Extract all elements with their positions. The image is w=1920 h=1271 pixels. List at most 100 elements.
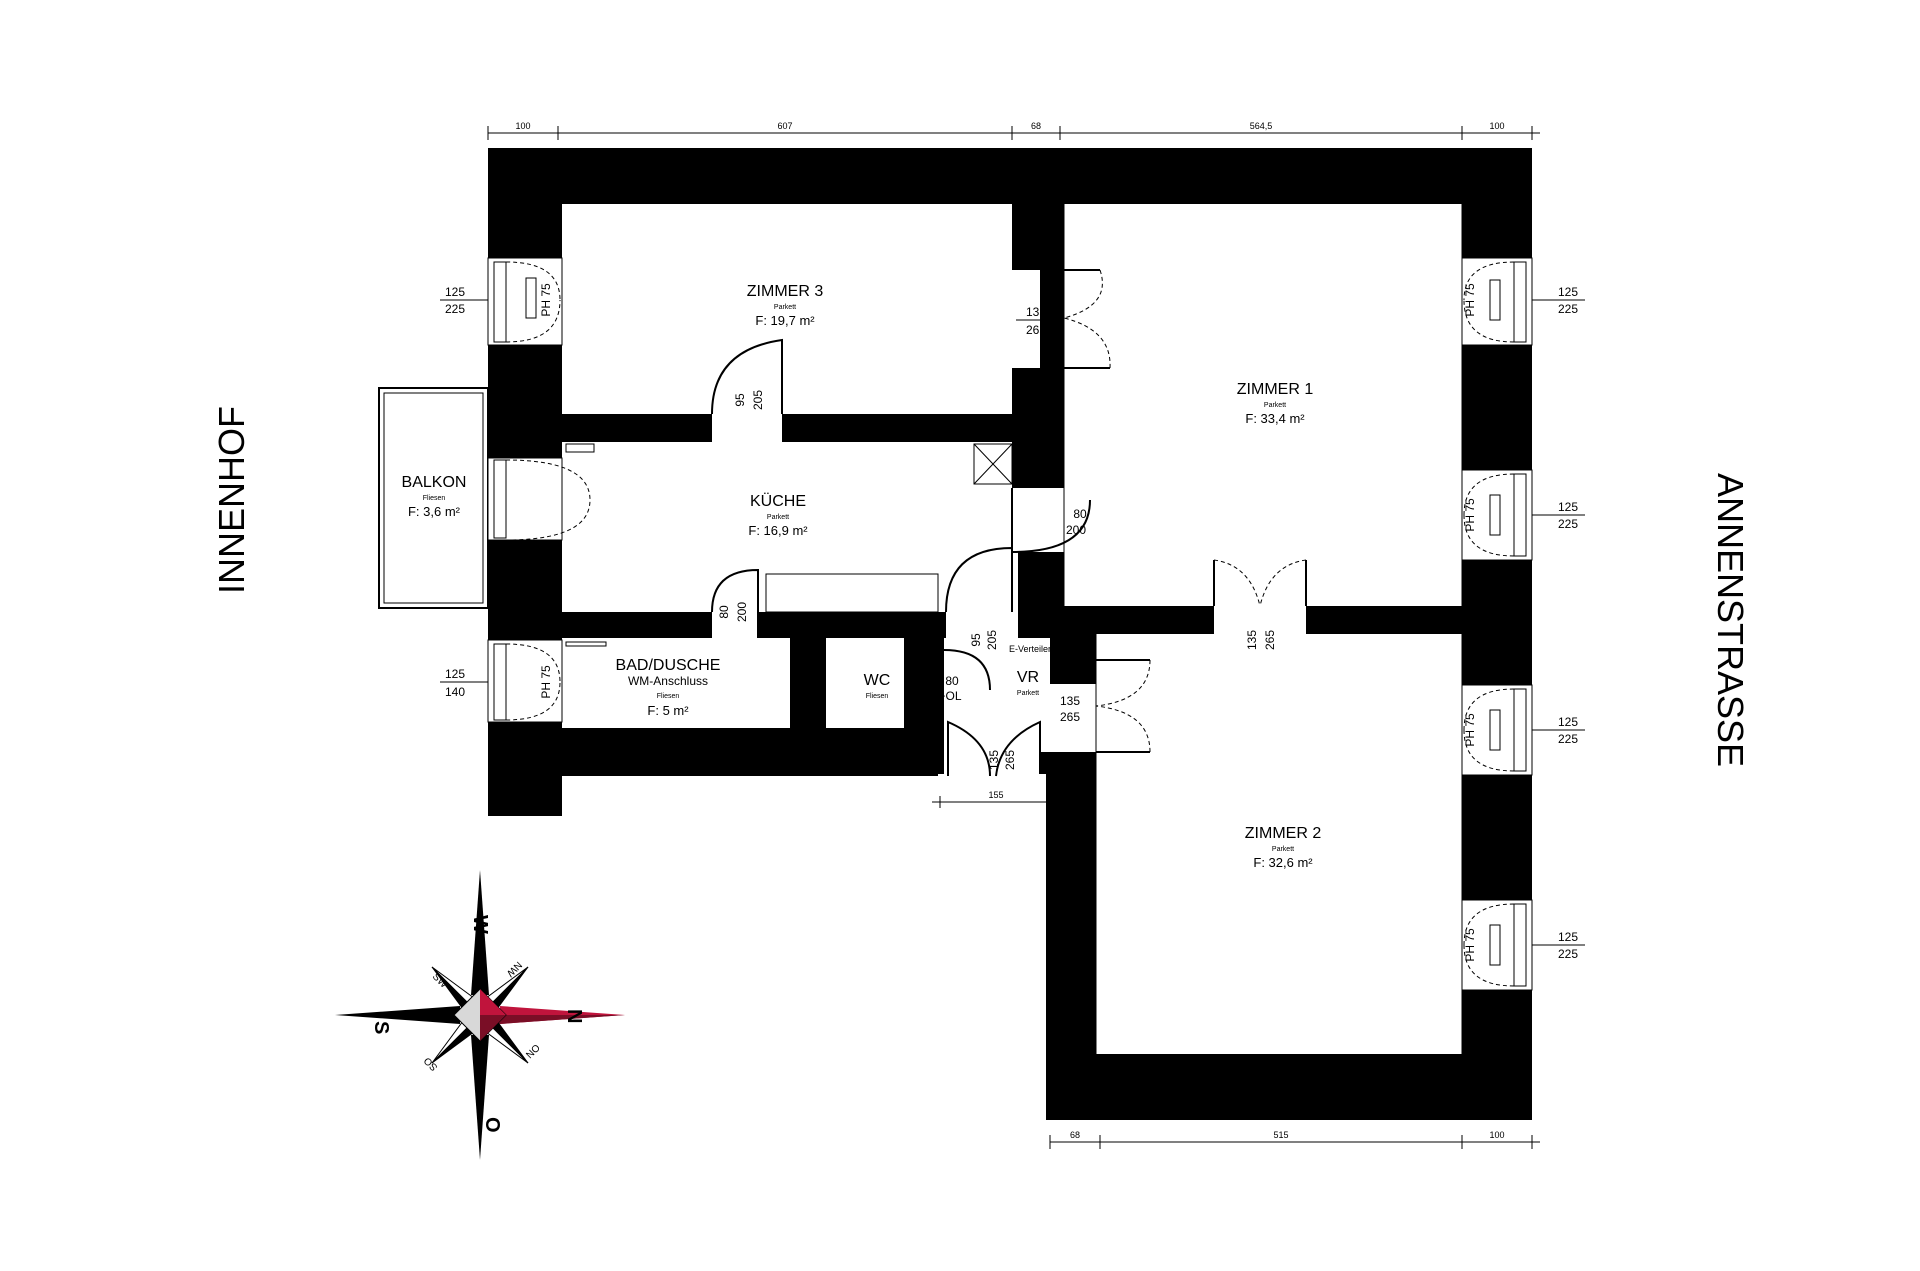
window-dim-bottom: 225 <box>445 302 465 316</box>
room-name: ZIMMER 3 <box>747 283 824 300</box>
dim-top-5: 100 <box>1489 121 1504 131</box>
window-dim-bottom: 225 <box>1558 732 1578 746</box>
street-label-innenhof: INNENHOF <box>211 406 252 594</box>
room-floor: Parkett <box>774 304 796 311</box>
room-area: F: 19,7 m² <box>755 313 815 328</box>
room-area: F: 3,6 m² <box>408 504 461 519</box>
dim-vr-width: 155 <box>988 790 1003 800</box>
window-dim-top: 125 <box>445 285 465 299</box>
room-area: F: 32,6 m² <box>1253 855 1313 870</box>
window-right-2: PH 75 125 225 <box>1461 469 1585 561</box>
e-verteiler-label: E-Verteiler <box>1009 644 1051 654</box>
room-floor: Parkett <box>767 514 789 521</box>
window-dim-bottom: 140 <box>445 685 465 699</box>
room-zimmer-2: ZIMMER 2 Parkett F: 32,6 m² <box>1245 825 1322 870</box>
window-ph: PH 75 <box>1463 283 1477 317</box>
compass-n: N <box>563 1009 585 1023</box>
window-left-kueche <box>487 457 591 541</box>
window-ph: PH 75 <box>539 283 553 317</box>
door-dim-bottom: 265 <box>1003 750 1017 770</box>
room-bad-dusche: BAD/DUSCHE WM-Anschluss Fliesen F: 5 m² <box>616 657 721 718</box>
room-floor: Fliesen <box>423 495 446 502</box>
compass-no: NO <box>524 1043 543 1062</box>
room-kueche: KÜCHE Parkett F: 16,9 m² <box>748 492 808 538</box>
door-dim-bottom: 265 <box>1060 710 1080 724</box>
window-dim-top: 125 <box>1558 500 1578 514</box>
compass-w: W <box>469 915 491 934</box>
window-left-bad: PH 75 125 140 <box>440 639 563 723</box>
door-dim-top: 80 <box>945 674 959 688</box>
dim-bottom-1: 68 <box>1070 1130 1080 1140</box>
room-floor: Parkett <box>1017 690 1039 697</box>
room-name: BALKON <box>402 474 467 491</box>
window-left-zimmer3: PH 75 125 225 <box>440 257 563 346</box>
window-ph: PH 75 <box>539 665 553 699</box>
window-dim-bottom: 225 <box>1558 302 1578 316</box>
door-zimmer1-zimmer2: 135 265 <box>1213 559 1307 650</box>
door-dim-top: 80 <box>1073 507 1087 521</box>
door-dim-bottom: 265 <box>1026 323 1046 337</box>
room-name: VR <box>1017 669 1039 686</box>
door-entry: 135 265 <box>947 720 1041 777</box>
door-dim-bottom: 265 <box>1263 630 1277 650</box>
street-label-annenstrasse: ANNENSTRASSE <box>1710 473 1751 767</box>
window-ph: PH 75 <box>1463 928 1477 962</box>
room-floor: Fliesen <box>657 693 680 700</box>
room-floor: Parkett <box>1264 402 1286 409</box>
window-dim-top: 125 <box>1558 715 1578 729</box>
door-dim-top: 135 <box>987 750 1001 770</box>
dimension-line-bottom: 68 515 100 155 <box>932 790 1540 1149</box>
room-name: KÜCHE <box>750 492 806 510</box>
compass-s: S <box>370 1021 392 1034</box>
door-dim-top: 95 <box>969 633 983 647</box>
dim-top-2: 607 <box>777 121 792 131</box>
compass-sw: SW <box>430 971 450 991</box>
room-sub: WM-Anschluss <box>628 674 708 688</box>
door-kueche-bad: 80 200 <box>711 568 759 638</box>
room-vr: VR Parkett <box>1017 669 1039 697</box>
dim-top-3: 68 <box>1031 121 1041 131</box>
door-dim-top: 95 <box>733 393 747 407</box>
window-ph: PH 75 <box>1463 498 1477 532</box>
compass-rose: W N S O NW SW NO SO <box>335 870 625 1160</box>
door-dim-top: 80 <box>717 605 731 619</box>
shaft <box>973 443 1013 485</box>
door-zimmer3-kueche: 95 205 <box>711 338 783 415</box>
room-area: F: 33,4 m² <box>1245 411 1305 426</box>
door-zimmer3-zimmer1: 135 265 <box>1016 269 1111 369</box>
door-dim-bottom: 190+OL <box>918 689 961 703</box>
room-area: F: 5 m² <box>647 703 689 718</box>
dim-top-4: 564,5 <box>1250 121 1273 131</box>
room-balkon: BALKON Fliesen F: 3,6 m² <box>402 474 467 519</box>
door-dim-top: 135 <box>1060 694 1080 708</box>
compass-o: O <box>481 1117 503 1133</box>
room-area: F: 16,9 m² <box>748 523 808 538</box>
window-dim-bottom: 225 <box>1558 947 1578 961</box>
walls <box>488 148 1532 1120</box>
dimension-line-top: 100 607 68 564,5 100 <box>487 121 1540 140</box>
room-zimmer-1: ZIMMER 1 Parkett F: 33,4 m² <box>1237 381 1314 426</box>
window-dim-top: 125 <box>1558 285 1578 299</box>
door-dim-bottom: 200 <box>735 602 749 622</box>
door-vr-zimmer2: 135 265 <box>1060 659 1151 753</box>
room-name: ZIMMER 1 <box>1237 381 1314 398</box>
door-dim-top: 135 <box>1245 630 1259 650</box>
door-dim-bottom: 205 <box>751 390 765 410</box>
dim-bottom-2: 515 <box>1273 1130 1288 1140</box>
dim-top-1: 100 <box>515 121 530 131</box>
room-zimmer-3: ZIMMER 3 Parkett F: 19,7 m² <box>747 283 824 328</box>
room-name: BAD/DUSCHE <box>616 657 721 674</box>
door-kueche-vr: 95 205 <box>945 546 1013 650</box>
dim-bottom-3: 100 <box>1489 1130 1504 1140</box>
room-floor: Parkett <box>1272 846 1294 853</box>
room-name: WC <box>864 672 891 689</box>
door-wc: 80 190+OL <box>918 649 991 703</box>
window-right-4: PH 75 125 225 <box>1461 899 1585 991</box>
door-dim-top: 135 <box>1026 305 1046 319</box>
door-dim-bottom: 205 <box>985 630 999 650</box>
window-right-3: PH 75 125 225 <box>1461 684 1585 776</box>
window-right-1: PH 75 125 225 <box>1461 257 1585 346</box>
window-dim-top: 125 <box>445 667 465 681</box>
door-dim-bottom: 200 <box>1066 523 1086 537</box>
